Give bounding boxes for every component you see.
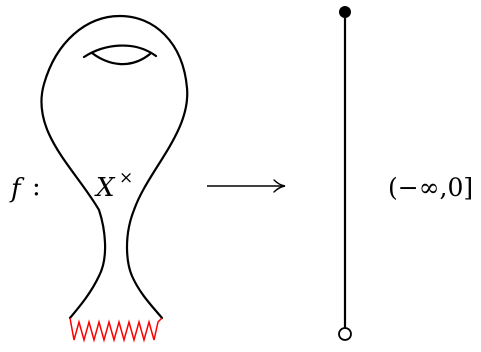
boundary-zigzag xyxy=(69,317,163,343)
map-label: f xyxy=(9,174,25,204)
closed-endpoint-dot xyxy=(339,6,351,18)
target-label: (−∞,0] xyxy=(388,173,473,202)
surface-outline xyxy=(40,14,189,320)
space-label: X xyxy=(94,173,116,203)
space-superscript: × xyxy=(119,168,133,188)
map-colon: : xyxy=(32,172,41,202)
handle-upper-curve xyxy=(82,44,158,59)
handle-lower-curve xyxy=(90,51,152,66)
open-endpoint-circle xyxy=(338,327,352,341)
map-arrow-head xyxy=(273,179,286,193)
